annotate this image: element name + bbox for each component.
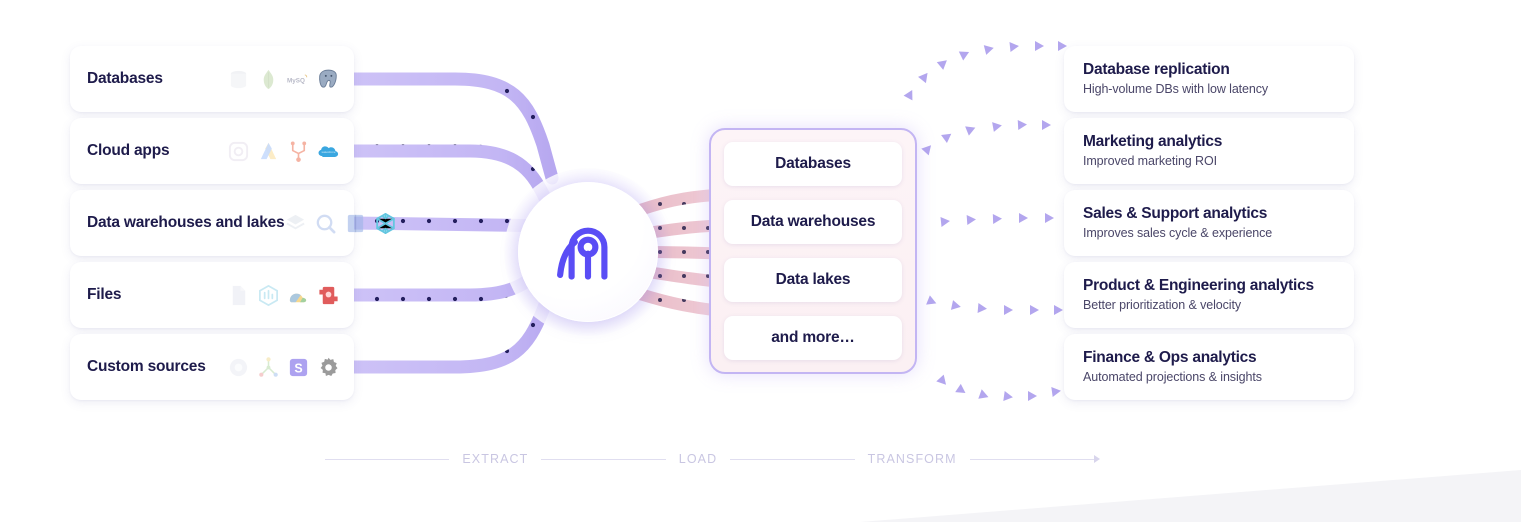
airbyte-logo-icon [557,227,608,280]
source-icon-group: MySQ [227,68,340,91]
redshift-icon [348,214,364,232]
generic-db-icon [230,70,247,88]
source-card-label: Cloud apps [87,142,170,159]
axis-segment [325,458,450,460]
google-ads-icon [260,142,277,159]
google-drive-icon [289,293,307,302]
salesforce-icon: salesforce [318,145,339,157]
svg-text:S: S [294,361,302,375]
snowflake-icon [376,212,396,234]
source-card-label: Databases [87,70,163,87]
custom-s-icon: S [289,358,308,376]
smartsheet-icon [319,286,338,304]
custom-circle-icon [229,358,248,376]
bigquery-icon [317,214,336,233]
source-icon-group: S [227,356,340,379]
source-icon-group: salesforce [227,140,340,163]
destination-item-databases[interactable]: Databases [724,142,902,186]
svg-text:salesforce: salesforce [322,150,336,154]
stage-axis: EXTRACT LOAD TRANSFORM [325,447,1101,471]
destination-item-data-lakes[interactable]: Data lakes [724,258,902,302]
gear-icon [320,357,338,376]
outcome-card-subtitle: Automated projections & insights [1083,370,1262,385]
destination-item-data-warehouses[interactable]: Data warehouses [724,200,902,244]
source-card-warehouses-lakes[interactable]: Data warehouses and lakes [70,190,396,256]
outcome-card-title: Sales & Support analytics [1083,205,1268,223]
outcome-card-subtitle: High-volume DBs with low latency [1083,82,1269,97]
outcome-card-subtitle: Improved marketing ROI [1083,154,1217,169]
outcome-card-sales-support-analytics[interactable]: Sales & Support analytics Improves sales… [1064,190,1354,256]
stage-label-extract: EXTRACT [462,452,529,466]
outcome-card-finance-ops-analytics[interactable]: Finance & Ops analytics Automated projec… [1064,334,1354,400]
outcome-card-list: Database replication High-volume DBs wit… [1064,46,1354,406]
svg-text:MySQ: MySQ [287,77,305,84]
stage-label-load: LOAD [678,452,718,466]
parquet-icon [259,284,278,306]
outcome-card-subtitle: Better prioritization & velocity [1083,298,1241,313]
axis-segment [541,458,666,460]
file-icon [232,285,246,305]
source-card-custom-sources[interactable]: Custom sources S [70,334,354,400]
logo-circle [518,182,658,322]
custom-graph-icon [259,356,278,377]
postgresql-icon [319,69,337,88]
source-card-databases[interactable]: Databases MySQ [70,46,354,112]
airbyte-logo-badge [504,168,672,336]
outcome-card-title: Marketing analytics [1083,133,1223,151]
instagram-icon [228,141,249,161]
databricks-icon [286,214,306,229]
outcome-card-marketing-analytics[interactable]: Marketing analytics Improved marketing R… [1064,118,1354,184]
source-icon-group [284,212,397,235]
outcome-card-database-replication[interactable]: Database replication High-volume DBs wit… [1064,46,1354,112]
outcome-card-product-engineering-analytics[interactable]: Product & Engineering analytics Better p… [1064,262,1354,328]
source-card-cloud-apps[interactable]: Cloud apps [70,118,354,184]
destination-item-and-more[interactable]: and more… [724,316,902,360]
axis-segment [730,458,855,460]
destination-panel: Databases Data warehouses Data lakes and… [709,128,917,374]
source-card-label: Files [87,286,122,303]
source-card-files[interactable]: Files [70,262,354,328]
axis-segment [969,458,1095,460]
outcome-card-title: Product & Engineering analytics [1083,277,1314,295]
outcome-card-subtitle: Improves sales cycle & experience [1083,226,1273,241]
source-icon-group [227,284,340,307]
source-card-list: Databases MySQ [70,46,396,406]
outcome-card-title: Database replication [1083,61,1230,79]
axis-arrow-icon [1094,455,1101,463]
outcome-card-title: Finance & Ops analytics [1083,349,1257,367]
mysql-icon: MySQ [287,73,308,84]
mongodb-icon [263,69,274,89]
source-card-label: Data warehouses and lakes [87,214,285,231]
stage-label-transform: TRANSFORM [867,452,957,466]
hubspot-icon [290,140,307,162]
source-card-label: Custom sources [87,358,206,375]
